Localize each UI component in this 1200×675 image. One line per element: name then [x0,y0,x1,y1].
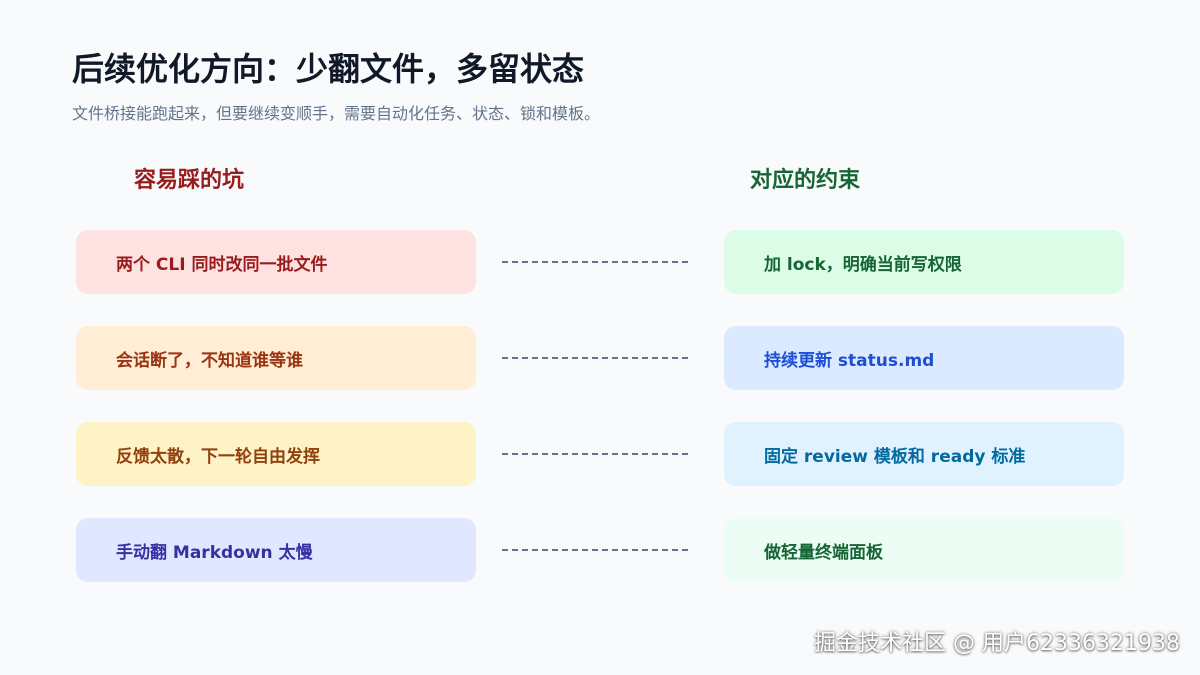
page-subtitle: 文件桥接能跑起来，但要继续变顺手，需要自动化任务、状态、锁和模板。 [72,104,601,123]
constraint-card-1: 加 lock，明确当前写权限 [724,230,1124,294]
problem-card-3: 反馈太散，下一轮自由发挥 [76,422,476,486]
problem-card-4: 手动翻 Markdown 太慢 [76,518,476,582]
constraint-card-label: 做轻量终端面板 [764,542,883,563]
problem-card-label: 会话断了，不知道谁等谁 [116,350,303,371]
constraint-card-label: 固定 review 模板和 ready 标准 [764,446,1026,467]
dashed-connector [502,549,688,551]
constraint-card-label: 持续更新 status.md [764,350,935,371]
problem-card-label: 手动翻 Markdown 太慢 [116,542,313,563]
constraints-column-header: 对应的约束 [750,168,861,193]
dashed-connector [502,357,688,359]
constraint-card-3: 固定 review 模板和 ready 标准 [724,422,1124,486]
problem-card-label: 反馈太散，下一轮自由发挥 [116,446,320,467]
constraint-card-2: 持续更新 status.md [724,326,1124,390]
constraint-card-4: 做轻量终端面板 [724,518,1124,582]
problems-column-header: 容易踩的坑 [134,168,245,193]
problem-card-1: 两个 CLI 同时改同一批文件 [76,230,476,294]
dashed-connector [502,261,688,263]
watermark: 掘金技术社区 @ 用户62336321938 [814,631,1180,656]
problem-card-label: 两个 CLI 同时改同一批文件 [116,254,328,275]
constraint-card-label: 加 lock，明确当前写权限 [764,254,962,275]
page-title: 后续优化方向：少翻文件，多留状态 [72,50,585,88]
dashed-connector [502,453,688,455]
problem-card-2: 会话断了，不知道谁等谁 [76,326,476,390]
